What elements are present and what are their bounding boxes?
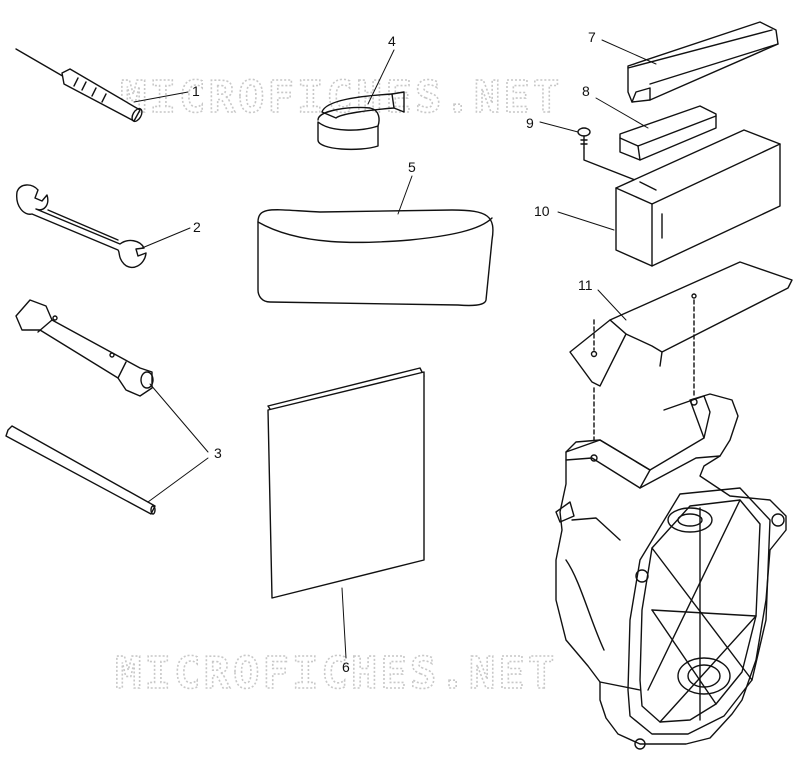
leader-2	[141, 227, 191, 249]
callout-7: 7	[588, 29, 596, 45]
storage-lid	[628, 22, 778, 102]
callout-9: 9	[526, 115, 534, 131]
callout-1: 1	[192, 83, 200, 99]
callout-5: 5	[408, 159, 416, 175]
leader-4	[367, 49, 395, 105]
callout-labels: 1 2 3 4 5 6 7 8 9 10 11	[192, 29, 596, 675]
watermark-bottom: MICROFICHES.NET	[115, 648, 557, 699]
velcro-strap	[318, 92, 404, 149]
screw	[578, 128, 640, 182]
callout-6: 6	[342, 659, 350, 675]
callout-8: 8	[582, 83, 590, 99]
leader-5	[397, 175, 413, 215]
callout-11: 11	[578, 277, 593, 293]
tommy-bar	[6, 426, 155, 514]
leader-6	[341, 587, 347, 659]
leader-9	[539, 121, 579, 133]
callout-4: 4	[388, 33, 396, 49]
storage-box	[616, 130, 780, 266]
watermark-top: MICROFICHES.NET	[120, 72, 562, 123]
leader-3a	[149, 383, 209, 453]
callout-10: 10	[534, 203, 550, 219]
leader-7	[601, 39, 657, 65]
leader-11	[597, 289, 627, 321]
screwdriver	[16, 49, 144, 123]
leader-1	[133, 91, 189, 103]
foam-pad	[620, 106, 716, 160]
leader-3b	[147, 457, 209, 503]
leader-lines	[133, 39, 657, 659]
leader-8	[595, 97, 649, 129]
owners-manual	[268, 368, 424, 598]
callout-3: 3	[214, 445, 222, 461]
wrench	[17, 185, 146, 267]
mounting-bracket	[570, 262, 792, 450]
recoil-housing	[556, 394, 786, 749]
leader-10	[557, 211, 615, 231]
callout-2: 2	[193, 219, 201, 235]
tool-pouch	[258, 210, 493, 306]
socket-wrench	[16, 300, 153, 396]
